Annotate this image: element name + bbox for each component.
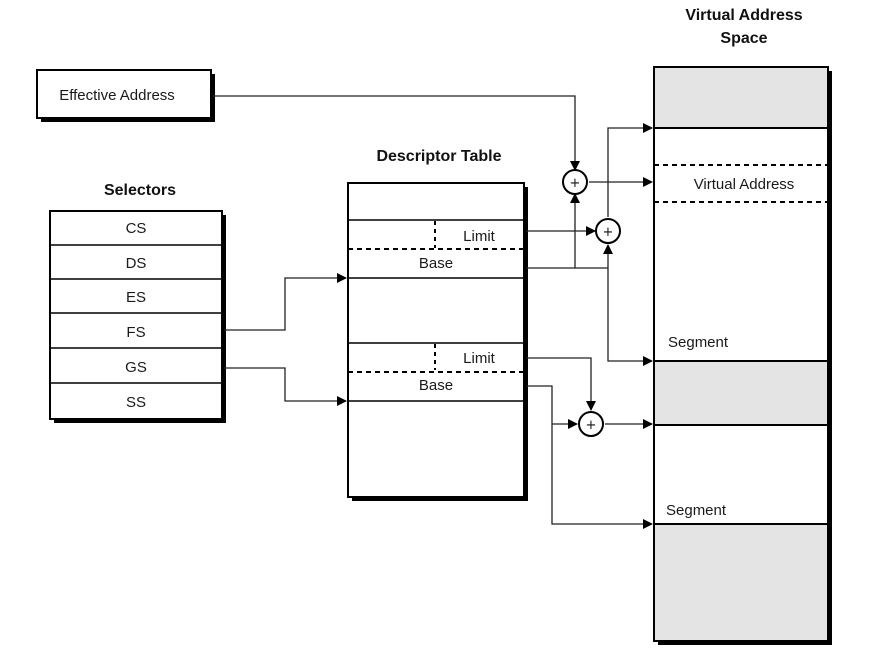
shaded-region-middle bbox=[655, 361, 827, 425]
virtual-address-space: Virtual Address Segment Segment bbox=[653, 66, 832, 645]
descriptor-2-base-label: Base bbox=[419, 377, 453, 394]
selector-cs: CS bbox=[126, 220, 147, 237]
arrow-fs-to-descriptor1 bbox=[224, 273, 347, 331]
virtual-address-label: Virtual Address bbox=[694, 176, 795, 193]
descriptor-table-title: Descriptor Table bbox=[376, 148, 501, 165]
descriptor-1-limit-label: Limit bbox=[463, 228, 496, 245]
selector-gs: GS bbox=[125, 359, 147, 376]
selectors-title: Selectors bbox=[104, 182, 176, 199]
adder-2: + bbox=[595, 218, 621, 244]
arrow-adder2-to-segment-limit bbox=[607, 123, 653, 217]
adder-3: + bbox=[578, 411, 604, 437]
connectors bbox=[212, 95, 653, 529]
arrow-limit2-to-adder3 bbox=[526, 357, 596, 411]
vas-title-line2: Space bbox=[720, 30, 767, 47]
vas-title-line1: Virtual Address bbox=[685, 7, 802, 24]
selector-fs: FS bbox=[126, 324, 145, 341]
plus-icon: + bbox=[570, 176, 581, 191]
arrow-gs-to-descriptor2 bbox=[224, 367, 347, 406]
plus-icon: + bbox=[603, 225, 614, 240]
segment-label-1: Segment bbox=[668, 334, 729, 351]
effective-address-box: Effective Address bbox=[36, 69, 215, 122]
arrow-base1-to-segment1 bbox=[607, 268, 653, 366]
segment-label-2: Segment bbox=[666, 502, 727, 519]
shaded-region-top bbox=[655, 68, 827, 128]
selector-es: ES bbox=[126, 289, 146, 306]
effective-address-label: Effective Address bbox=[59, 87, 175, 104]
arrow-base2-to-segment2 bbox=[526, 385, 653, 529]
adder-1: + bbox=[562, 169, 588, 195]
selector-ss: SS bbox=[126, 394, 146, 411]
descriptor-1-base-label: Base bbox=[419, 255, 453, 272]
shaded-region-bottom bbox=[655, 524, 827, 640]
selectors-table: CS DS ES FS GS SS bbox=[49, 210, 226, 423]
selector-ds: DS bbox=[126, 255, 147, 272]
descriptor-2-limit-label: Limit bbox=[463, 350, 496, 367]
plus-icon: + bbox=[586, 418, 597, 433]
arrow-effective-to-adder1 bbox=[212, 95, 580, 171]
descriptor-table: Limit Base Limit Base bbox=[347, 182, 528, 501]
